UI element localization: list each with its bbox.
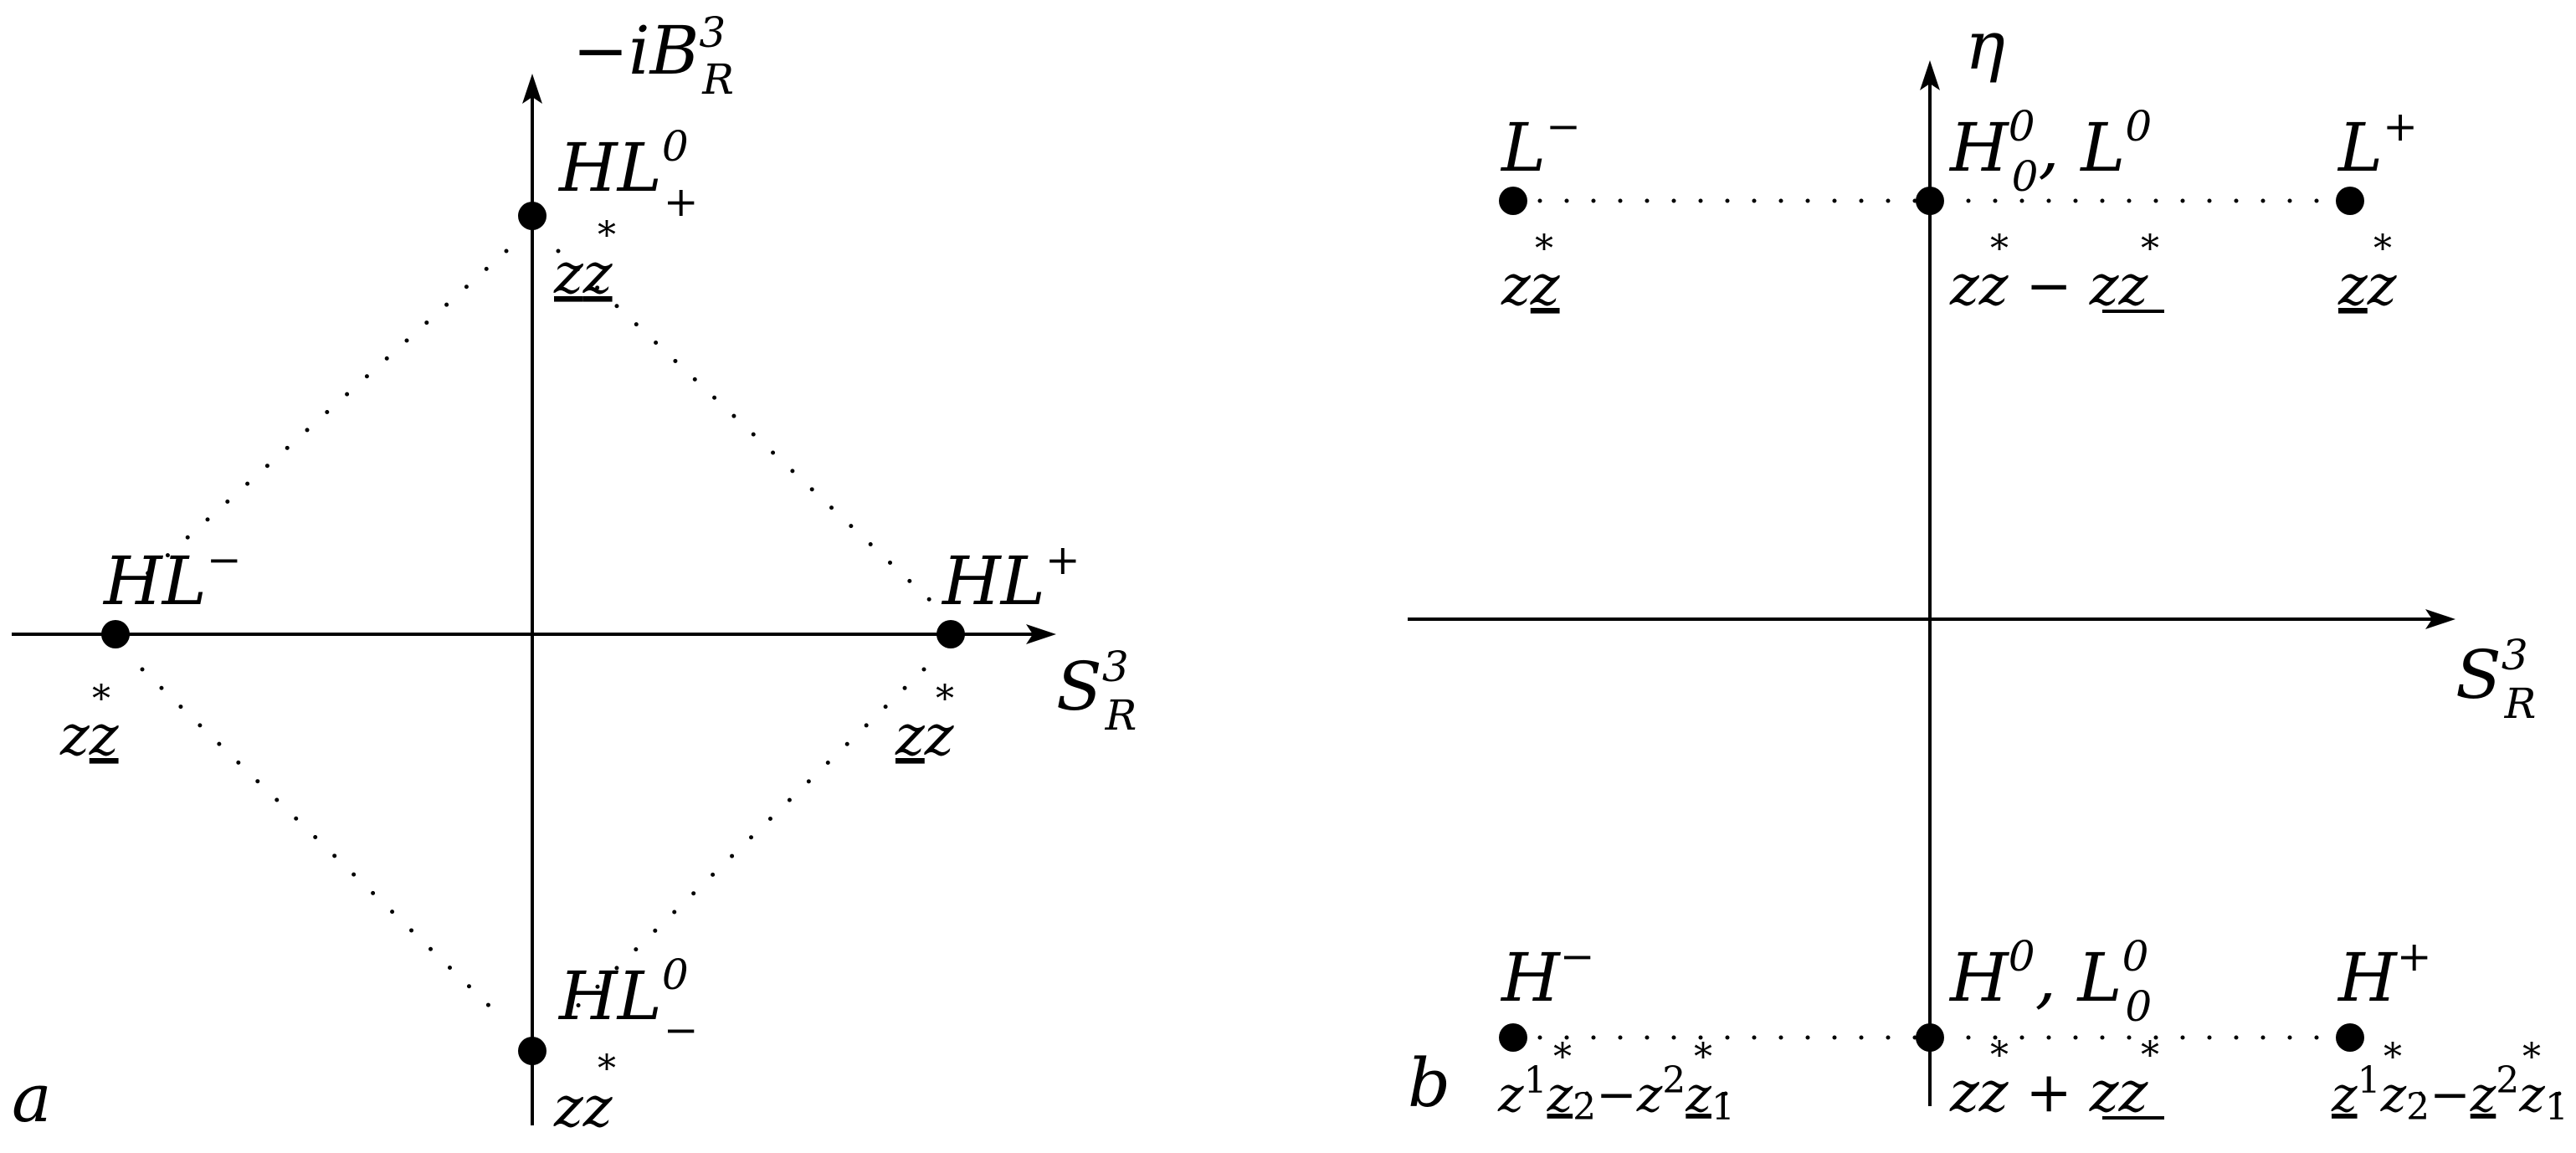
panel-b-expr-bottom-mid: zz + zz [1949, 1060, 2149, 1125]
panel-a-node-bottom [518, 1037, 547, 1065]
panel-b-node-bottom-mid [1916, 1023, 1944, 1052]
panel-b-node-bottom-right [2336, 1023, 2364, 1052]
panel-a-star-top: * [598, 214, 616, 257]
panel-a-star-bottom: * [598, 1048, 616, 1090]
panel-a-node-left [101, 620, 130, 648]
panel-b-label-top-right: L+ [2337, 102, 2418, 187]
panel-b-star-bottom-mid-2: * [2141, 1034, 2159, 1077]
panel-b-expr-top-right: zz [2337, 254, 2398, 318]
panel-a-label-bottom: HL0− [557, 951, 699, 1054]
panel-b-expr-bottom-right: z1z2̇−z2z1̇ [2331, 1059, 2568, 1129]
panel-b-x-arrowhead [2425, 609, 2455, 629]
panel-b-star-top-right: * [2373, 228, 2392, 270]
panel-b-label-bottom-left: H− [1500, 932, 1595, 1017]
panel-a-expr-top: zz [553, 242, 613, 306]
panel-b-star-top-left: * [1535, 228, 1553, 270]
panel-b-star-bottom-right-1: * [2384, 1036, 2402, 1079]
panel-a-label-left: HL− [102, 536, 242, 620]
panel-a-star-left: * [92, 678, 110, 720]
panel-a-expr-left: zz [59, 704, 120, 768]
panel-b-star-top-mid-1: * [1990, 228, 2009, 270]
panel-a-expr-right: zz [895, 704, 955, 768]
panel-b-y-arrowhead [1920, 60, 1940, 90]
panel-a-star-right: * [936, 678, 954, 720]
panel-b-node-top-right [2336, 187, 2364, 215]
panel-b-star-bottom-right-2: * [2522, 1036, 2541, 1079]
panel-b-node-top-left [1499, 187, 1527, 215]
panel-a-y-arrowhead [522, 74, 542, 104]
panel-b-star-bottom-left-2: * [1694, 1036, 1712, 1079]
panel-b-expr-bottom-left: z1z2̇−z2z1̇ [1497, 1059, 1735, 1129]
panel-b-y-axis-label: η [1965, 7, 2005, 85]
panel-b-expr-top-mid: zz − zz [1949, 254, 2149, 318]
panel-a-letter: a [12, 1059, 52, 1137]
panel-a-node-top [518, 202, 547, 230]
panel-b-star-top-mid-2: * [2141, 228, 2159, 270]
panel-b-expr-top-left: zz [1501, 254, 1561, 318]
panel-a-expr-bottom: zz [553, 1075, 613, 1140]
panel-a-label-top: HL0+ [557, 122, 699, 226]
panel-b-label-bottom-right: H+ [2337, 932, 2432, 1017]
panel-a-node-right [936, 620, 965, 648]
panel-a-x-arrowhead [1026, 624, 1056, 644]
panel-b-node-top-mid [1916, 187, 1944, 215]
panel-b-label-top-left: L− [1500, 102, 1581, 187]
panel-a-edge-top-right [556, 249, 933, 603]
panel-b-node-bottom-left [1499, 1023, 1527, 1052]
panel-a-edge-bottom-left [140, 667, 509, 1025]
panel-b-star-bottom-left-1: * [1553, 1036, 1572, 1079]
panel-b-letter: b [1408, 1044, 1450, 1122]
panel-a-edge-top-left [131, 249, 509, 588]
panel-b-star-bottom-mid-1: * [1990, 1034, 2009, 1077]
panel-a-label-right: HL+ [941, 536, 1080, 620]
